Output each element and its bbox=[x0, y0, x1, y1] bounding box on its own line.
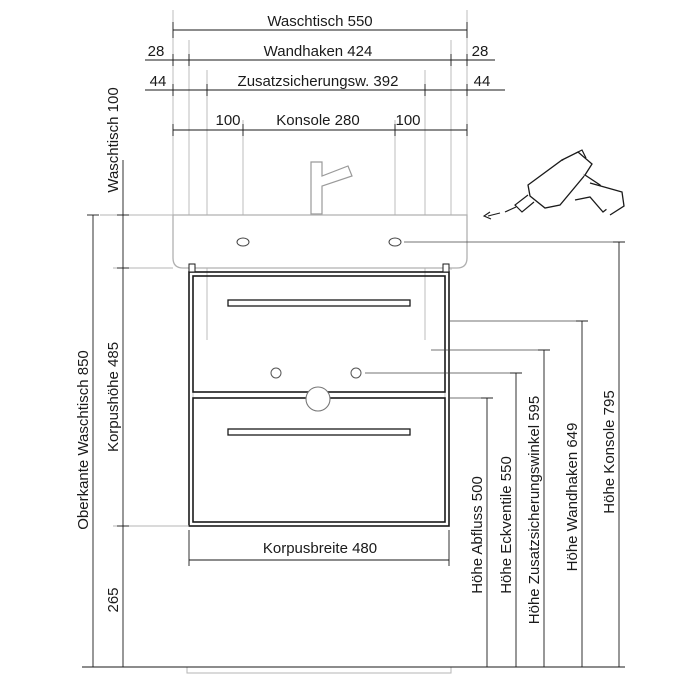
konsole-width-label: Konsole 280 bbox=[276, 112, 359, 129]
waschtisch-width-label: Waschtisch 550 bbox=[267, 13, 372, 30]
bottom-dimension: Korpusbreite 480 bbox=[188, 530, 450, 566]
waschtisch-height-label: Waschtisch 100 bbox=[105, 87, 122, 192]
console-mount-hole bbox=[236, 237, 250, 247]
korpusbreite-label: Korpusbreite 480 bbox=[263, 540, 377, 557]
bottom-drawer-handle bbox=[227, 428, 411, 436]
konsole-right-offset-label: 100 bbox=[395, 112, 420, 129]
eckventil-right bbox=[350, 367, 362, 379]
zusatzsicherungswinkel-label: Höhe Zusatzsicherungswinkel 595 bbox=[526, 396, 543, 624]
wandhaken-width-label: Wandhaken 424 bbox=[264, 43, 373, 60]
left-dimensions: Oberkante Waschtisch 850 Waschtisch 100 … bbox=[75, 87, 189, 668]
zusatz-right-offset-label: 44 bbox=[474, 73, 491, 90]
floor bbox=[82, 666, 625, 674]
top-drawer bbox=[192, 275, 446, 393]
bottom-drawer bbox=[192, 397, 446, 523]
faucet bbox=[310, 161, 353, 215]
korpushoehe-label: Korpushöhe 485 bbox=[105, 342, 122, 452]
eckventil-left bbox=[270, 367, 282, 379]
konsole-left-offset-label: 100 bbox=[215, 112, 240, 129]
console-mount-hole bbox=[388, 237, 402, 247]
drain-outlet bbox=[305, 386, 331, 412]
cabinet-body bbox=[188, 263, 450, 527]
top-dimensions: Waschtisch 550 28 Wandhaken 424 28 44 Zu… bbox=[145, 10, 505, 340]
eckventile-label: Höhe Eckventile 550 bbox=[498, 456, 515, 594]
top-drawer-handle bbox=[227, 299, 411, 307]
right-dimensions: Höhe Abfluss 500 Höhe Eckventile 550 Höh… bbox=[365, 241, 625, 667]
drill-icon bbox=[482, 149, 625, 220]
wash-basin bbox=[172, 214, 468, 269]
zusatz-left-offset-label: 44 bbox=[150, 73, 167, 90]
konsole-height-label: Höhe Konsole 795 bbox=[601, 390, 618, 513]
bottom-height-label: 265 bbox=[105, 587, 122, 612]
floor-plinth bbox=[186, 666, 452, 674]
wandhaken-left-offset-label: 28 bbox=[148, 43, 165, 60]
wandhaken-right-offset-label: 28 bbox=[472, 43, 489, 60]
zusatz-width-label: Zusatzsicherungsw. 392 bbox=[238, 73, 399, 90]
abfluss-label: Höhe Abfluss 500 bbox=[469, 476, 486, 594]
oberkante-label: Oberkante Waschtisch 850 bbox=[75, 350, 92, 530]
wandhaken-height-label: Höhe Wandhaken 649 bbox=[564, 423, 581, 572]
cabinet-outline bbox=[188, 271, 450, 527]
